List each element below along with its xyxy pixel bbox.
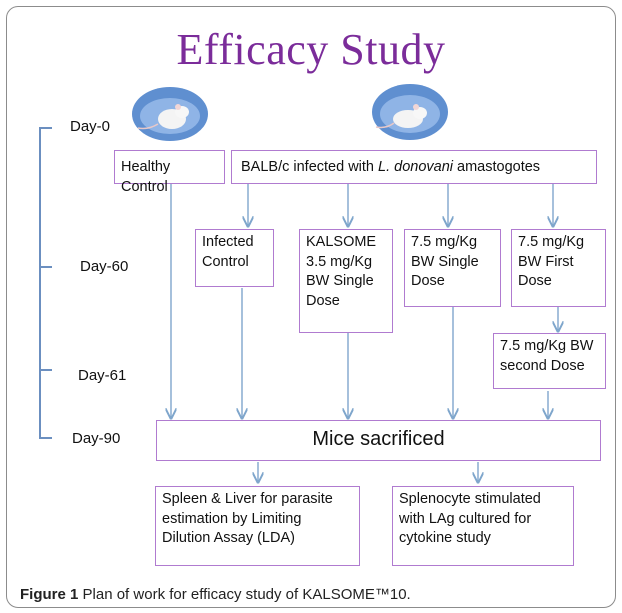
infected-group-label-suffix: amastogotes <box>453 159 541 175</box>
day-90-label: Day-90 <box>72 430 121 447</box>
mice-sacrificed-box: Mice sacrificed <box>156 420 601 461</box>
kalsome-label: KALSOME 3.5 mg/Kg BW Single Dose <box>306 234 377 309</box>
caption-text: Plan of work for efficacy study of KALSO… <box>78 586 411 603</box>
infected-control-label: Infected Control <box>202 234 254 270</box>
splenocyte-label: Splenocyte stimulated with LAg cultured … <box>399 491 541 547</box>
infected-control-box: Infected Control <box>195 229 274 287</box>
first-dose-75-box: 7.5 mg/Kg BW First Dose <box>511 229 606 307</box>
healthy-control-label: Healthy Control <box>121 159 171 195</box>
infected-group-box: BALB/c infected with L. donovani amastog… <box>231 150 597 184</box>
single-dose-75-box: 7.5 mg/Kg BW Single Dose <box>404 229 501 307</box>
first-dose-75-label: 7.5 mg/Kg BW First Dose <box>518 234 585 290</box>
mouse-icon <box>372 84 448 140</box>
mouse-icon <box>132 87 208 141</box>
caption-label: Figure 1 <box>20 586 79 603</box>
day-0-label: Day-0 <box>70 118 111 135</box>
species-name: L. donovani <box>378 159 453 175</box>
day-60-label: Day-60 <box>80 258 129 275</box>
timeline-bracket <box>39 127 52 439</box>
spleen-liver-box: Spleen & Liver for parasite estimation b… <box>155 486 360 566</box>
day-61-label: Day-61 <box>78 367 127 384</box>
single-dose-75-label: 7.5 mg/Kg BW Single Dose <box>411 234 479 290</box>
healthy-control-box: Healthy Control <box>114 150 225 195</box>
spleen-liver-label: Spleen & Liver for parasite estimation b… <box>162 491 333 547</box>
figure-caption: Figure 1 Plan of work for efficacy study… <box>20 586 411 603</box>
mice-sacrificed-label: Mice sacrificed <box>312 428 445 450</box>
diagram-title: Efficacy Study <box>176 25 446 74</box>
kalsome-box: KALSOME 3.5 mg/Kg BW Single Dose <box>299 229 393 333</box>
splenocyte-box: Splenocyte stimulated with LAg cultured … <box>392 486 574 566</box>
infected-group-label: BALB/c infected with <box>241 159 379 175</box>
second-dose-75-box: 7.5 mg/Kg BW second Dose <box>493 333 606 389</box>
second-dose-75-label: 7.5 mg/Kg BW second Dose <box>500 338 594 374</box>
